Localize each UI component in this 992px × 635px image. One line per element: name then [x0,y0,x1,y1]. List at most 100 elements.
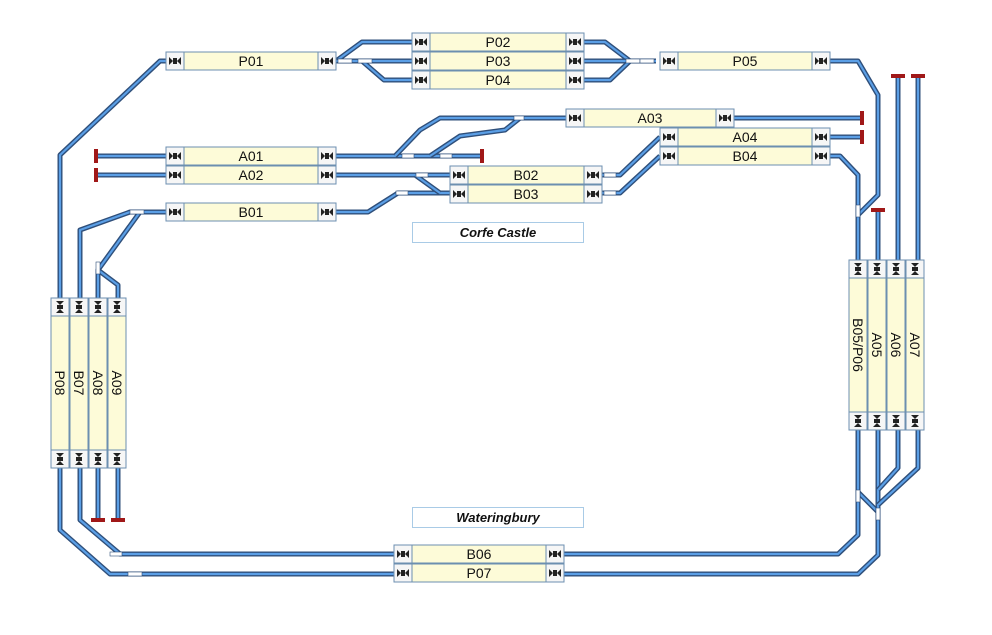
block-b07[interactable]: B07 [69,297,89,469]
signal-icon[interactable] [873,263,881,275]
signal-icon[interactable] [75,301,83,313]
signal-icon[interactable] [169,171,181,179]
turnout-marker[interactable] [603,172,617,178]
track-segment [602,135,662,178]
signal-icon[interactable] [415,57,427,65]
block-a09[interactable]: A09 [107,297,127,469]
track-segment [57,58,168,300]
signal-icon[interactable] [911,415,919,427]
signal-icon[interactable] [453,171,465,179]
block-a06[interactable]: A06 [886,259,906,431]
signal-icon[interactable] [873,415,881,427]
signal-icon[interactable] [56,453,64,465]
signal-icon[interactable] [854,263,862,275]
signal-icon[interactable] [415,38,427,46]
signal-icon[interactable] [815,133,827,141]
turnout-marker[interactable] [395,190,409,196]
signal-icon[interactable] [549,550,561,558]
signal-icon[interactable] [719,114,731,122]
turnout-marker[interactable] [603,190,617,196]
turnout-marker[interactable] [129,209,145,215]
signal-icon[interactable] [911,263,919,275]
block-label: P07 [467,565,492,581]
signal-icon[interactable] [321,57,333,65]
turnout-marker[interactable] [109,551,123,557]
signal-icon[interactable] [569,57,581,65]
turnout-marker[interactable] [95,261,101,275]
station-label-corfe-castle: Corfe Castle [412,222,584,243]
signal-icon[interactable] [587,171,599,179]
block-b05p06[interactable]: B05/P06 [848,259,868,431]
signal-icon[interactable] [892,415,900,427]
track-segment [876,430,901,492]
signal-icon[interactable] [549,569,561,577]
signal-icon[interactable] [321,171,333,179]
signal-icon[interactable] [663,152,675,160]
block-label: P02 [486,34,511,50]
signal-icon[interactable] [56,301,64,313]
turnout-marker[interactable] [415,172,429,178]
block-a07[interactable]: A07 [905,259,925,431]
block-p08[interactable]: P08 [50,297,70,469]
block-a08[interactable]: A08 [88,297,108,469]
turnout-marker[interactable] [439,153,453,159]
turnout-marker[interactable] [357,58,373,64]
turnout-marker[interactable] [625,58,641,64]
signal-icon[interactable] [94,301,102,313]
block-b06[interactable]: B06 [393,544,565,564]
turnout-marker[interactable] [513,115,525,121]
turnout-marker[interactable] [875,507,881,521]
turnout-marker[interactable] [401,153,415,159]
block-label: P01 [239,53,264,69]
signal-icon[interactable] [415,76,427,84]
block-b03[interactable]: B03 [449,184,603,204]
block-a04[interactable]: A04 [659,127,831,147]
signal-icon[interactable] [169,208,181,216]
turnout-marker[interactable] [855,489,861,503]
block-p04[interactable]: P04 [411,70,585,90]
block-a01[interactable]: A01 [165,146,337,166]
signal-icon[interactable] [854,415,862,427]
block-p01[interactable]: P01 [165,51,337,71]
signal-icon[interactable] [569,76,581,84]
signal-icon[interactable] [815,57,827,65]
block-p07[interactable]: P07 [393,563,565,583]
block-p05[interactable]: P05 [659,51,831,71]
block-p03[interactable]: P03 [411,51,585,71]
block-a03[interactable]: A03 [565,108,735,128]
turnout-marker[interactable] [337,58,353,64]
signal-icon[interactable] [94,453,102,465]
signal-icon[interactable] [587,190,599,198]
block-label: B01 [239,204,264,220]
block-label: B02 [514,167,539,183]
block-label: A04 [733,129,758,145]
signal-icon[interactable] [815,152,827,160]
block-label: B06 [467,546,492,562]
block-a05[interactable]: A05 [867,259,887,431]
signal-icon[interactable] [321,208,333,216]
block-label: B05/P06 [850,318,866,372]
signal-icon[interactable] [663,133,675,141]
signal-icon[interactable] [569,38,581,46]
signal-icon[interactable] [113,453,121,465]
signal-icon[interactable] [397,550,409,558]
signal-icon[interactable] [169,57,181,65]
signal-icon[interactable] [113,301,121,313]
turnout-marker[interactable] [855,204,861,218]
signal-icon[interactable] [321,152,333,160]
turnout-marker[interactable] [127,571,143,577]
signal-icon[interactable] [892,263,900,275]
turnout-marker[interactable] [639,58,655,64]
signal-icon[interactable] [75,453,83,465]
signal-icon[interactable] [397,569,409,577]
block-b02[interactable]: B02 [449,165,603,185]
signal-icon[interactable] [453,190,465,198]
signal-icon[interactable] [569,114,581,122]
block-p02[interactable]: P02 [411,32,585,52]
signal-icon[interactable] [169,152,181,160]
block-a02[interactable]: A02 [165,165,337,185]
block-b04[interactable]: B04 [659,146,831,166]
signal-icon[interactable] [663,57,675,65]
block-b01[interactable]: B01 [165,202,337,222]
